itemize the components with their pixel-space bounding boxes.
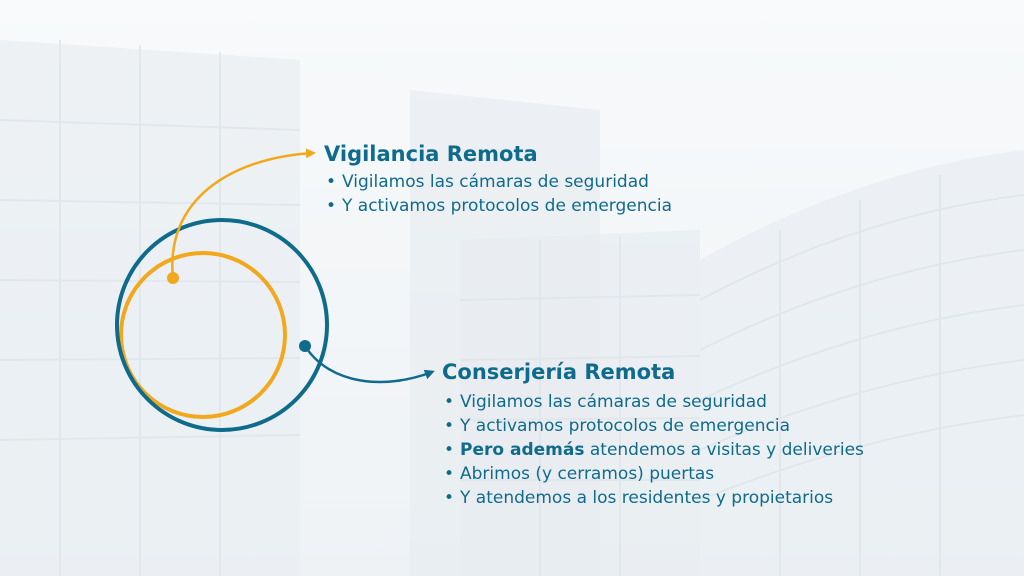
list-item: Y atendemos a los residentes y propietar… xyxy=(442,486,864,510)
list-item: Vigilamos las cámaras de seguridad xyxy=(442,390,864,414)
inner-circle-yellow xyxy=(119,251,287,419)
list-item: Vigilamos las cámaras de seguridad xyxy=(324,170,672,194)
list-item: Y activamos protocolos de emergencia xyxy=(442,414,864,438)
vigilancia-title: Vigilancia Remota xyxy=(324,142,538,166)
list-item: Pero además atendemos a visitas y delive… xyxy=(442,438,864,462)
arrow-to-conserjeria xyxy=(303,345,435,384)
vigilancia-section: Vigilancia Remota Vigilamos las cámaras … xyxy=(324,142,672,218)
outer-circle-blue xyxy=(115,218,329,432)
blue-dot xyxy=(299,340,311,352)
arrow-to-vigilancia xyxy=(171,148,316,279)
list-item-rest: atendemos a visitas y deliveries xyxy=(584,440,864,460)
bold-emphasis: Pero además xyxy=(460,440,585,460)
conserjeria-section: Conserjería Remota Vigilamos las cámaras… xyxy=(442,360,864,510)
conserjeria-title: Conserjería Remota xyxy=(442,360,676,384)
list-item: Y activamos protocolos de emergencia xyxy=(324,194,672,218)
list-item: Abrimos (y cerramos) puertas xyxy=(442,462,864,486)
yellow-dot xyxy=(167,272,179,284)
vigilancia-list: Vigilamos las cámaras de seguridad Y act… xyxy=(324,170,672,218)
conserjeria-list: Vigilamos las cámaras de seguridad Y act… xyxy=(442,390,864,510)
